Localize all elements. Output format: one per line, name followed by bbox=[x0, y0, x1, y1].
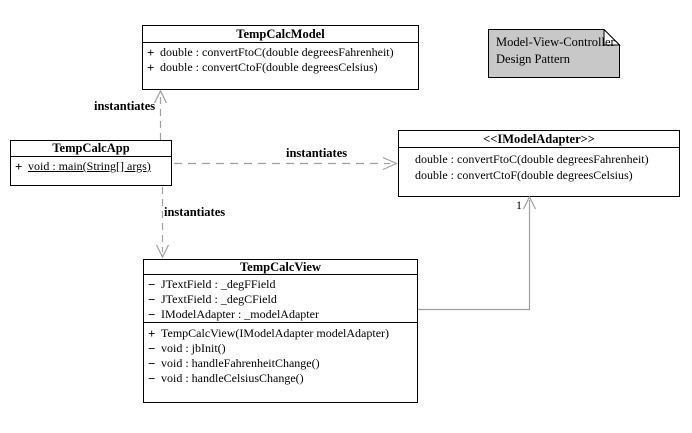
note-line-1: Model-View-Controller bbox=[496, 35, 615, 49]
visibility-public: + bbox=[147, 45, 155, 60]
method-text: double : convertFtoC(double degreesFahre… bbox=[160, 45, 394, 59]
visibility-private: − bbox=[148, 307, 156, 322]
methods-section: + void : main(String[] args) bbox=[11, 157, 171, 174]
class-box-tempcalcview: TempCalcView − JTextField : _degFField −… bbox=[143, 259, 418, 403]
visibility-private: − bbox=[148, 292, 156, 307]
method-row: double : convertFtoC(double degreesFahre… bbox=[399, 151, 679, 167]
edge-label-instantiates-view: instantiates bbox=[164, 205, 226, 219]
edge-label-instantiates-adapter: instantiates bbox=[286, 146, 348, 160]
field-row: − JTextField : _degFField bbox=[144, 277, 417, 292]
arrowhead-up-icon bbox=[522, 195, 537, 210]
method-text: void : handleCelsiusChange() bbox=[161, 371, 304, 385]
field-text: JTextField : _degFField bbox=[161, 277, 276, 291]
method-row: − void : handleFahrenheitChange() bbox=[144, 356, 417, 371]
arrowhead-down-icon bbox=[155, 244, 170, 259]
method-text-static: void : main(String[] args) bbox=[28, 159, 151, 173]
methods-section: + double : convertFtoC(double degreesFah… bbox=[143, 43, 418, 75]
arrowhead-right-icon bbox=[382, 156, 398, 171]
field-text: JTextField : _degCField bbox=[161, 292, 277, 306]
method-row: + void : main(String[] args) bbox=[11, 159, 171, 174]
visibility-private: − bbox=[148, 371, 156, 386]
methods-section: double : convertFtoC(double degreesFahre… bbox=[399, 148, 679, 183]
note-line-2: Design Pattern bbox=[496, 52, 570, 66]
method-text: double : convertFtoC(double degreesFahre… bbox=[415, 152, 649, 166]
method-row: + double : convertFtoC(double degreesFah… bbox=[143, 45, 418, 60]
visibility-public: + bbox=[15, 159, 23, 174]
class-box-tempcalcapp: TempCalcApp + void : main(String[] args) bbox=[10, 140, 172, 186]
visibility-public: + bbox=[148, 326, 156, 341]
visibility-private: − bbox=[148, 341, 156, 356]
class-title-tempcalcmodel: TempCalcModel bbox=[143, 26, 418, 43]
methods-section: + TempCalcView(IModelAdapter modelAdapte… bbox=[144, 323, 417, 386]
method-row: + TempCalcView(IModelAdapter modelAdapte… bbox=[144, 326, 417, 341]
class-box-imodeladapter: <<IModelAdapter>> double : convertFtoC(d… bbox=[398, 130, 680, 197]
method-row: double : convertCtoF(double degreesCelsi… bbox=[399, 167, 679, 183]
field-text: IModelAdapter : _modelAdapter bbox=[161, 307, 319, 321]
class-title-tempcalcview: TempCalcView bbox=[144, 260, 417, 275]
class-box-tempcalcmodel: TempCalcModel + double : convertFtoC(dou… bbox=[142, 25, 419, 90]
visibility-private: − bbox=[148, 277, 156, 292]
visibility-public: + bbox=[147, 60, 155, 75]
method-text: double : convertCtoF(double degreesCelsi… bbox=[415, 168, 633, 182]
field-row: − JTextField : _degCField bbox=[144, 292, 417, 307]
arrowhead-up-icon bbox=[153, 89, 168, 104]
method-text: void : jbInit() bbox=[161, 341, 226, 355]
visibility-private: − bbox=[148, 356, 156, 371]
method-row: − void : handleCelsiusChange() bbox=[144, 371, 417, 386]
method-text: double : convertCtoF(double degreesCelsi… bbox=[160, 60, 378, 74]
field-row: − IModelAdapter : _modelAdapter bbox=[144, 307, 417, 322]
method-row: − void : jbInit() bbox=[144, 341, 417, 356]
method-text: void : handleFahrenheitChange() bbox=[161, 356, 320, 370]
method-text: TempCalcView(IModelAdapter modelAdapter) bbox=[161, 326, 390, 340]
edge-label-instantiates-model: instantiates bbox=[94, 99, 156, 113]
method-row: + double : convertCtoF(double degreesCel… bbox=[143, 60, 418, 75]
multiplicity-label: 1 bbox=[516, 198, 522, 212]
interface-title-imodeladapter: <<IModelAdapter>> bbox=[399, 131, 679, 148]
association-view-to-adapter-line bbox=[418, 200, 531, 311]
fields-section: − JTextField : _degFField − JTextField :… bbox=[144, 275, 417, 323]
class-title-tempcalcapp: TempCalcApp bbox=[11, 141, 171, 157]
